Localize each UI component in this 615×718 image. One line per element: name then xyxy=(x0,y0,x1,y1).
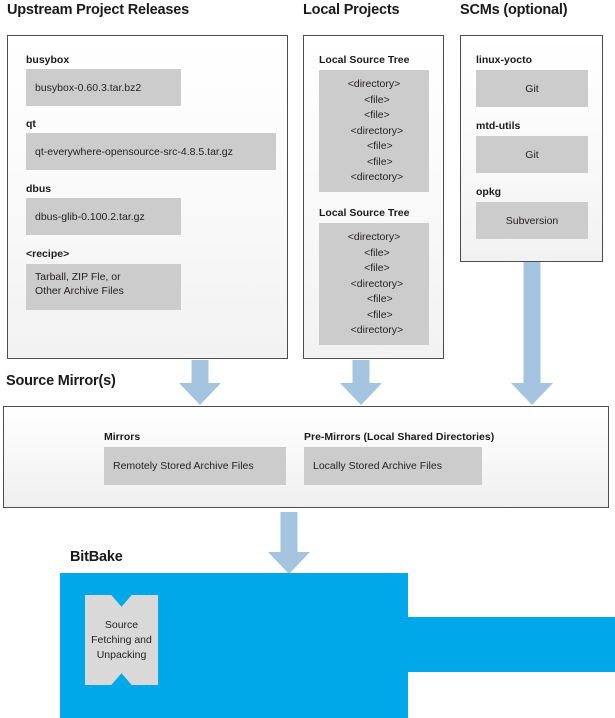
upstream-item-value-busybox: busybox-0.60.3.tar.bz2 xyxy=(26,69,181,106)
tree-line: <file> xyxy=(355,308,393,321)
source-mirrors-heading: Source Mirror(s) xyxy=(6,373,116,389)
task-line2: Fetching and xyxy=(91,633,152,646)
upstream-item-label-busybox: busybox xyxy=(26,54,70,66)
upstream-panel: busybox busybox-0.60.3.tar.bz2 qt qt-eve… xyxy=(7,35,288,359)
pre-mirrors-group-label: Pre-Mirrors (Local Shared Directories) xyxy=(304,431,495,443)
task-line1: Source xyxy=(104,618,139,631)
scms-heading: SCMs (optional) xyxy=(460,2,568,18)
source-fetching-and-unpacking-task: Source Fetching and Unpacking xyxy=(85,595,158,685)
arrow-local-projects-to-mirrors xyxy=(340,360,382,405)
scm-item-label-opkg: opkg xyxy=(476,186,502,198)
upstream-item-label-dbus: dbus xyxy=(26,183,52,195)
tree-line: <file> xyxy=(358,246,390,259)
tree-line: <file> xyxy=(358,93,390,106)
upstream-item-value-recipe: Tarball, ZIP Fle, or Other Archive Files xyxy=(26,264,181,310)
recipe-value-line2: Other Archive Files xyxy=(35,285,124,297)
tree-line: <directory> xyxy=(344,171,404,183)
local-projects-panel: Local Source Tree <directory> <file> <fi… xyxy=(303,35,444,359)
upstream-item-label-qt: qt xyxy=(26,118,36,130)
tree-line: <file> xyxy=(355,140,393,152)
task-text: Source Fetching and Unpacking xyxy=(91,618,152,663)
scms-panel: linux-yocto Git mtd-utils Git opkg Subve… xyxy=(460,35,603,262)
tree-line: <directory> xyxy=(347,231,401,243)
tree-line: <file> xyxy=(358,262,390,274)
scm-item-value-linux-yocto: Git xyxy=(476,70,588,107)
task-line3: Unpacking xyxy=(96,648,147,661)
upstream-heading: Upstream Project Releases xyxy=(7,2,189,18)
mirrors-group-label: Mirrors xyxy=(104,431,141,443)
tree-line: <directory> xyxy=(344,277,404,290)
upstream-item-value-dbus: dbus-glib-0.100.2.tar.gz xyxy=(26,198,181,235)
upstream-item-label-recipe: <recipe> xyxy=(26,248,70,260)
local-source-tree-label-2: Local Source Tree xyxy=(319,207,410,219)
recipe-value-line1: Tarball, ZIP Fle, or xyxy=(35,271,121,283)
bitbake-tail xyxy=(406,617,615,672)
tree-line: <file> xyxy=(358,109,390,121)
bitbake-heading: BitBake xyxy=(70,549,123,565)
local-source-tree-value-2: <directory> <file> <file> <directory> <f… xyxy=(319,223,429,345)
tree-line: <directory> xyxy=(344,324,404,336)
scm-item-value-opkg: Subversion xyxy=(476,202,588,239)
tree-line: <file> xyxy=(355,155,393,168)
source-mirrors-panel: Mirrors Remotely Stored Archive Files Pr… xyxy=(3,406,609,508)
scm-item-value-mtd-utils: Git xyxy=(476,136,588,173)
tree-line: <directory> xyxy=(347,78,401,90)
local-projects-heading: Local Projects xyxy=(303,2,400,18)
pre-mirrors-group-value: Locally Stored Archive Files xyxy=(304,447,482,485)
tree-line: <directory> xyxy=(344,124,404,137)
mirrors-group-value: Remotely Stored Archive Files xyxy=(104,447,286,485)
upstream-item-value-qt: qt-everywhere-opensource-src-4.8.5.tar.g… xyxy=(26,133,276,170)
tree-line: <file> xyxy=(355,293,393,305)
scm-item-label-linux-yocto: linux-yocto xyxy=(476,54,533,66)
local-source-tree-value-1: <directory> <file> <file> <directory> <f… xyxy=(319,70,429,192)
arrow-upstream-to-mirrors xyxy=(179,360,221,405)
arrow-mirrors-to-bitbake xyxy=(268,512,310,574)
arrow-scms-to-mirrors xyxy=(511,262,553,405)
local-source-tree-label-1: Local Source Tree xyxy=(319,54,410,66)
scm-item-label-mtd-utils: mtd-utils xyxy=(476,120,521,132)
